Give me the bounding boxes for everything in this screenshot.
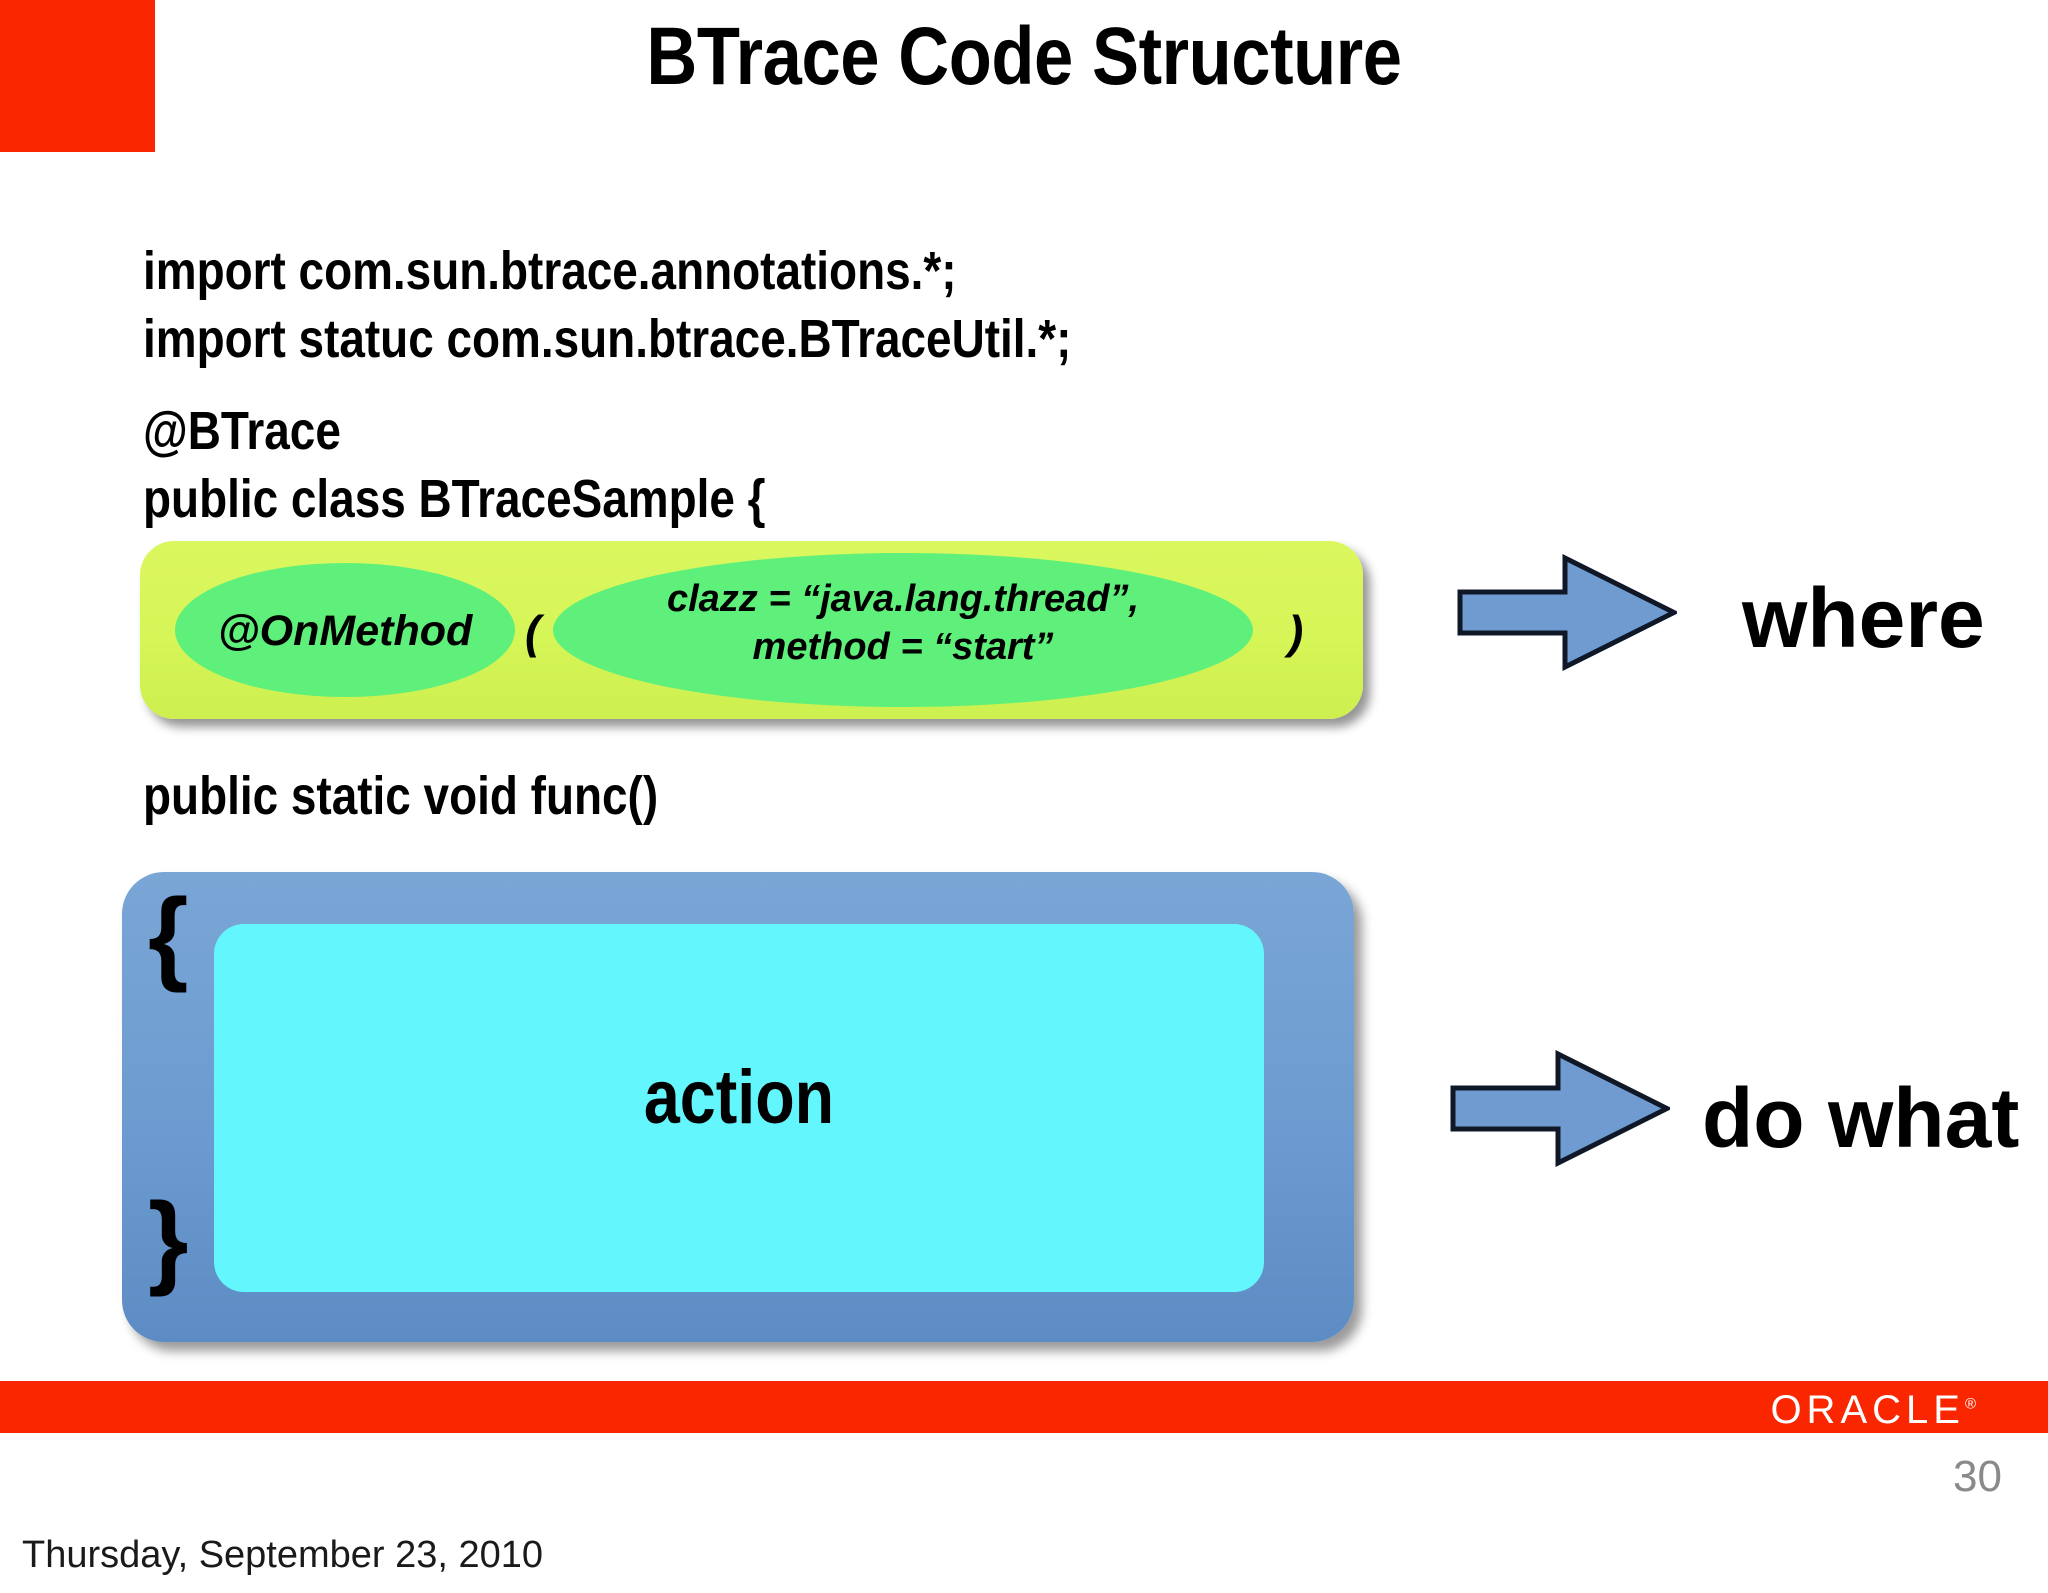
brace-close-label: } <box>148 1182 189 1298</box>
oracle-wordmark: ORACLE <box>1770 1388 1965 1432</box>
onmethod-args-label: clazz = “java.lang.thread”, method = “st… <box>666 578 1139 668</box>
corner-accent-square <box>0 0 155 152</box>
onmethod-paren-close: ) <box>1288 606 1304 658</box>
action-inner-box <box>214 924 1264 1292</box>
code-line-import-annotations: import com.sun.btrace.annotations.*; <box>143 241 957 301</box>
footer-date: Thursday, September 23, 2010 <box>22 1534 544 1576</box>
code-line-btrace-annotation: @BTrace <box>143 401 341 461</box>
onmethod-highlight-box: @OnMethod ( clazz = “java.lang.thread”, … <box>140 541 1363 719</box>
code-line-class-declaration: public class BTraceSample { <box>143 469 766 529</box>
action-label: action <box>643 1055 835 1140</box>
onmethod-paren-open: ( <box>525 606 541 658</box>
onmethod-ellipse <box>175 563 515 697</box>
page-number: 30 <box>1953 1452 2002 1501</box>
registered-mark: ® <box>1964 1395 1976 1413</box>
page-title: BTrace Code Structure <box>646 11 1402 102</box>
brace-open-label: { <box>148 878 189 994</box>
callout-where: where <box>1742 571 1985 665</box>
callout-do-what: do what <box>1702 1071 2020 1165</box>
oracle-logo: ORACLE® <box>1770 1388 1976 1433</box>
action-highlight-box: { } action <box>122 872 1354 1342</box>
code-line-method-declaration: public static void func() <box>143 766 659 826</box>
onmethod-args-ellipse <box>553 553 1253 707</box>
do-what-arrow-icon <box>1450 1050 1670 1167</box>
footer-accent-bar <box>0 1381 2048 1433</box>
onmethod-annotation-label: @OnMethod <box>217 607 473 655</box>
where-arrow-icon <box>1457 554 1677 671</box>
code-line-import-btraceutil: import statuc com.sun.btrace.BTraceUtil.… <box>143 309 1072 369</box>
